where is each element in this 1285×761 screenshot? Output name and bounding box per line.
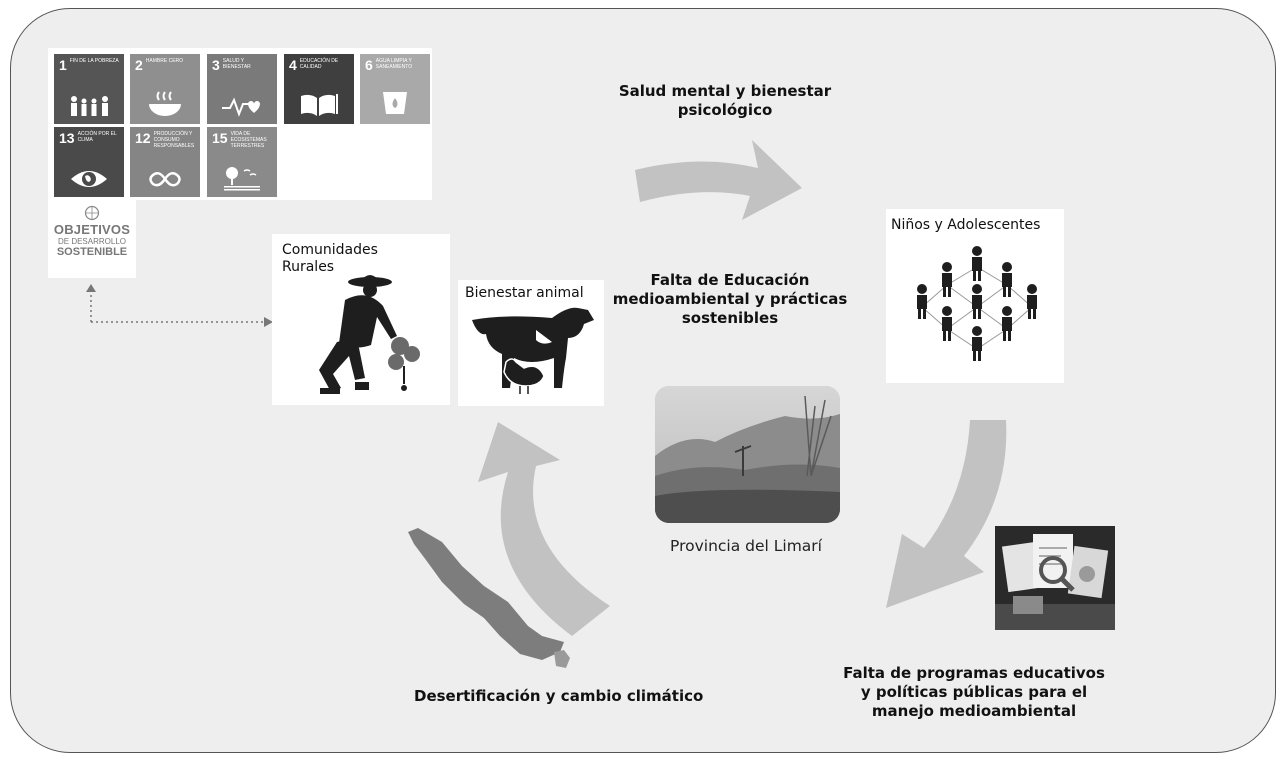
sdg-number: 6 xyxy=(365,57,373,73)
people-network-icon xyxy=(917,246,1037,361)
desertification-label: Desertificación y cambio climático xyxy=(414,687,704,705)
animal-welfare-card: Bienestar animal xyxy=(458,280,604,406)
sdg-logo-line1: OBJETIVOS xyxy=(53,222,131,237)
sdg-tile-4: 4 Educación de calidad xyxy=(284,54,354,124)
rural-communities-card: Comunidades Rurales xyxy=(272,234,450,405)
sdg-number: 1 xyxy=(59,57,67,73)
sdg-tile-1: 1 Fin de la pobreza xyxy=(54,54,124,124)
sdg-number: 12 xyxy=(135,130,151,146)
documents-image xyxy=(995,526,1115,630)
heartbeat-icon xyxy=(222,97,260,117)
un-emblem-icon xyxy=(84,205,100,221)
family-icon xyxy=(71,96,108,116)
limari-landscape-photo xyxy=(655,386,840,523)
arrow-to-programs xyxy=(886,420,1007,608)
sdg-number: 2 xyxy=(135,57,143,73)
magnifier-documents-icon xyxy=(995,534,1115,630)
animal-welfare-title: Bienestar animal xyxy=(465,285,584,301)
youth-title: Niños y Adolescentes xyxy=(891,217,1041,233)
sdg-label: Vida de ecosistemas terrestres xyxy=(230,131,267,149)
rural-communities-title: Comunidades Rurales xyxy=(282,242,378,275)
sdg-tile-3: 3 Salud y bienestar xyxy=(207,54,277,124)
youth-card: Niños y Adolescentes xyxy=(886,209,1064,383)
sdg-number: 13 xyxy=(59,130,75,146)
sdg-logo-line3: SOSTENIBLE xyxy=(56,246,128,258)
sdg-label: Fin de la pobreza xyxy=(69,58,119,64)
sdg-label: Educación de calidad xyxy=(299,58,339,70)
programs-policy-label: Falta de programas educativos y política… xyxy=(843,664,1105,720)
limari-caption: Provincia del Limarí xyxy=(670,537,822,555)
education-gap-label: Falta de Educación medioambiental y prác… xyxy=(612,271,848,327)
sdg-label: Acción por el clima xyxy=(77,131,117,143)
sdg-number: 3 xyxy=(212,57,220,73)
dotted-connector xyxy=(86,284,273,327)
mental-health-label: Salud mental y bienestar psicológico xyxy=(618,82,832,119)
sdg-label: Agua limpia y saneamiento xyxy=(375,58,413,70)
sdg-number: 4 xyxy=(289,57,297,73)
sdg-label: Producción y consumo responsables xyxy=(153,131,195,149)
sdg-tile-2: 2 Hambre cero xyxy=(130,54,200,124)
sdg-tile-13: 13 Acción por el clima xyxy=(54,127,124,197)
sdg-tile-12: 12 Producción y consumo responsables xyxy=(130,127,200,197)
farmer-icon xyxy=(319,275,420,394)
sdg-logo-line2: DE DESARROLLO xyxy=(57,237,127,246)
sdg-logo: OBJETIVOS DE DESARROLLO SOSTENIBLE xyxy=(48,200,136,278)
infinity-icon xyxy=(149,171,181,187)
chile-map-icon xyxy=(408,528,570,668)
cow-chicken-icon xyxy=(472,307,594,394)
tree-icon xyxy=(224,167,260,191)
sdg-label: Hambre cero xyxy=(145,58,184,64)
arrow-to-rural xyxy=(478,422,610,636)
sdg-tile-6: 6 Agua limpia y saneamiento xyxy=(360,54,430,124)
arrow-to-youth xyxy=(635,140,802,220)
eye-globe-icon xyxy=(71,171,107,187)
sdg-label: Salud y bienestar xyxy=(222,58,251,70)
bowl-icon xyxy=(149,91,181,116)
book-icon xyxy=(301,94,338,116)
sdg-tile-15: 15 Vida de ecosistemas terrestres xyxy=(207,127,277,197)
sdg-grid: 1 Fin de la pobreza 2 Hambre cero 3 Salu… xyxy=(48,48,432,200)
water-drop-icon xyxy=(383,92,407,114)
sdg-number: 15 xyxy=(212,130,228,146)
